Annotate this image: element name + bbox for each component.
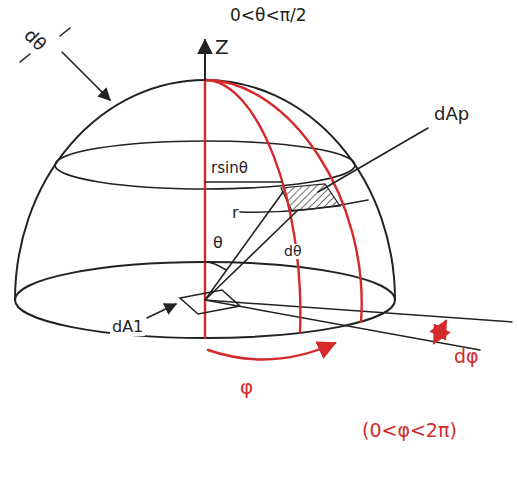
area-element-dA1 bbox=[180, 290, 240, 314]
rsin-line bbox=[205, 181, 282, 183]
leader-line bbox=[147, 304, 176, 318]
leader-line bbox=[318, 128, 428, 192]
ground-ray bbox=[205, 300, 480, 350]
dtheta-arrow bbox=[62, 52, 110, 100]
label: r bbox=[230, 204, 241, 222]
dphi-arrow bbox=[434, 321, 446, 343]
dtheta-tick bbox=[20, 54, 30, 62]
phi-arc bbox=[208, 343, 335, 359]
label: φ bbox=[238, 376, 255, 398]
z-axis bbox=[204, 40, 206, 80]
radius-ray bbox=[205, 192, 283, 300]
label: (0<φ<2π) bbox=[360, 420, 459, 441]
label: Z bbox=[213, 36, 231, 58]
label: dAp bbox=[432, 104, 471, 124]
label: dA1 bbox=[110, 318, 145, 336]
theta-arc bbox=[205, 262, 226, 270]
label: θ bbox=[211, 234, 225, 252]
label: dφ bbox=[452, 346, 481, 367]
dtheta-tick bbox=[60, 28, 70, 36]
label: dθ bbox=[19, 24, 52, 57]
label: 0<θ<π/2 bbox=[228, 6, 308, 25]
meridian bbox=[205, 80, 362, 322]
label: dθ bbox=[282, 244, 303, 259]
label: rsinθ bbox=[209, 160, 250, 177]
ground-ray bbox=[205, 300, 512, 322]
